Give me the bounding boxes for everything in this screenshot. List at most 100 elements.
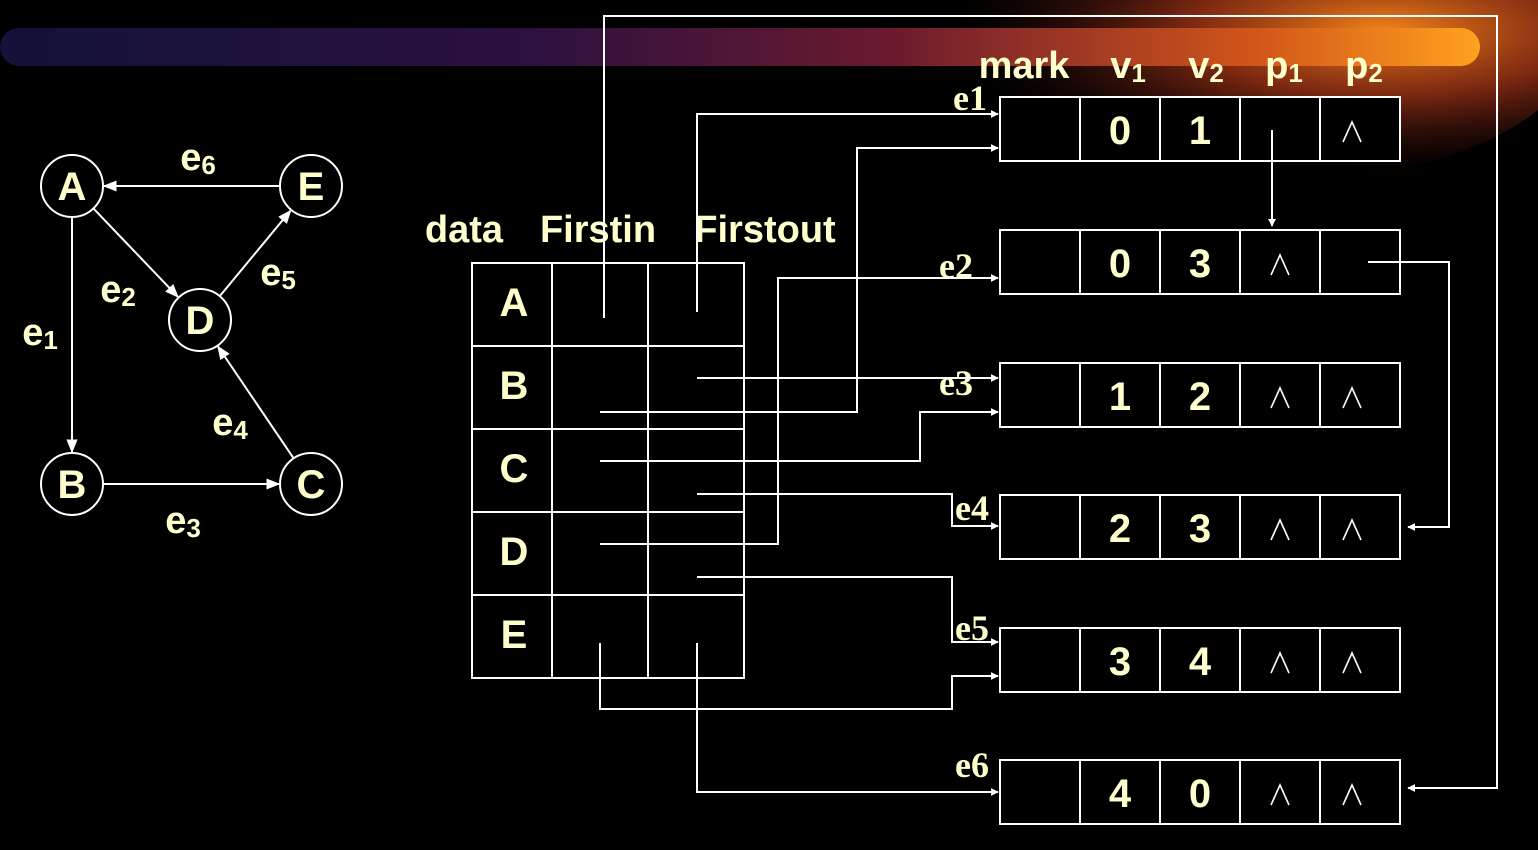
edge-e1-v1: 0	[1109, 109, 1131, 153]
wire-B-firstin-to-e1	[600, 144, 999, 413]
wire-D-firstin-to-e2	[600, 274, 999, 545]
graph-node-A	[40, 154, 104, 218]
edge-e1-cell-4	[1319, 96, 1401, 162]
graph-node-B	[40, 452, 104, 516]
edge-e5-cell-1	[1079, 627, 1161, 693]
graph-edge-label-e4: e4	[212, 402, 248, 445]
edge-table-header-v2: v2	[1188, 45, 1224, 88]
edge-table-header-p1: p1	[1265, 45, 1303, 88]
vertex-table-header-data: data	[425, 209, 504, 251]
edge-e3-cell-2	[1159, 362, 1241, 428]
vertex-data-C: C	[500, 447, 529, 491]
edge-e5-cell-4	[1319, 627, 1401, 693]
edge-e4-p2-nil	[1342, 518, 1362, 541]
edge-e6-p1-nil	[1270, 783, 1290, 806]
vertex-table-header-firstin: Firstin	[540, 209, 656, 251]
edge-e4-cell-3	[1239, 494, 1321, 560]
edge-table-header-v1: v1	[1110, 45, 1146, 88]
graph-node-label-B: B	[58, 463, 87, 507]
vertex-cell-A-0	[471, 262, 553, 347]
edge-e1-cell-1	[1079, 96, 1161, 162]
edge-e3-v1: 1	[1109, 375, 1131, 419]
wire-C-firstout-to-e4	[697, 493, 999, 530]
edge-e4-cell-4	[1319, 494, 1401, 560]
edge-e5-v2: 4	[1189, 640, 1212, 684]
edge-e3-cell-0	[999, 362, 1081, 428]
edge-e3-v2: 2	[1189, 375, 1211, 419]
vertex-data-D: D	[500, 530, 529, 574]
graph-node-E	[279, 154, 343, 218]
wire-E-firstout-to-e6	[696, 643, 999, 796]
edge-node-label-e2: e2	[939, 246, 973, 286]
graph-edge-label-e2: e2	[100, 269, 136, 312]
edge-e2-cell-3	[1239, 229, 1321, 295]
pointer-wires	[599, 15, 1498, 796]
edge-e6-v2: 0	[1189, 772, 1211, 816]
edge-e4-cell-1	[1079, 494, 1161, 560]
vertex-cell-D-2	[647, 511, 745, 596]
edge-e6-v1: 4	[1109, 772, 1132, 816]
vertex-cell-B-2	[647, 345, 745, 430]
graph-edge-label-e3: e3	[165, 500, 201, 543]
graph-edge-label-e6: e6	[180, 137, 216, 180]
edge-e2-cell-1	[1079, 229, 1161, 295]
edge-e6-cell-0	[999, 759, 1081, 825]
edge-e1-cell-2	[1159, 96, 1241, 162]
wire-e2-p2-to-e4	[1368, 261, 1450, 531]
graph-edge-e2	[92, 207, 179, 298]
wire-A-firstin-to-e6	[603, 15, 1498, 792]
edge-e3-p2-nil	[1342, 386, 1362, 409]
edge-e2-v2: 3	[1189, 242, 1211, 286]
vertex-data-B: B	[500, 364, 529, 408]
edge-e1-v2: 1	[1189, 109, 1211, 153]
edge-e5-p1-nil	[1270, 651, 1290, 674]
wire-E-firstin-to-e5	[599, 643, 999, 710]
edge-e2-cell-0	[999, 229, 1081, 295]
edge-e4-cell-0	[999, 494, 1081, 560]
edge-e6-cell-2	[1159, 759, 1241, 825]
vertex-cell-B-1	[551, 345, 649, 430]
edge-node-label-e4: e4	[955, 488, 989, 528]
edge-e5-cell-0	[999, 627, 1081, 693]
graph-node-D	[168, 288, 232, 352]
edge-e3-cell-3	[1239, 362, 1321, 428]
edge-e5-cell-3	[1239, 627, 1321, 693]
edge-table-header-p2: p2	[1345, 45, 1383, 88]
edge-e6-p2-nil	[1342, 783, 1362, 806]
edge-e2-v1: 0	[1109, 242, 1131, 286]
edge-node-label-e6: e6	[955, 745, 989, 785]
wire-D-firstout-to-e5	[697, 576, 999, 646]
graph-edge-e4	[217, 345, 295, 459]
vertex-data-A: A	[500, 281, 529, 325]
vertex-cell-C-2	[647, 428, 745, 513]
graph-edge-label-e5: e5	[260, 252, 296, 295]
edge-table-header-mark: mark	[979, 45, 1071, 87]
edge-node-label-e3: e3	[939, 363, 973, 403]
vertex-cell-C-1	[551, 428, 649, 513]
edge-e4-cell-2	[1159, 494, 1241, 560]
edge-e1-cell-0	[999, 96, 1081, 162]
edge-e3-cell-4	[1319, 362, 1401, 428]
edge-e1-p2-nil	[1342, 120, 1362, 143]
wire-C-firstin-to-e3	[600, 408, 999, 462]
vertex-cell-A-1	[551, 262, 649, 347]
edge-e5-p2-nil	[1342, 651, 1362, 674]
edge-e4-v1: 2	[1109, 507, 1131, 551]
edge-e3-cell-1	[1079, 362, 1161, 428]
graph-node-label-C: C	[297, 463, 326, 507]
graph-edge-label-e1: e1	[22, 312, 58, 355]
edge-node-label-e1: e1	[953, 78, 987, 118]
vertex-cell-D-1	[551, 511, 649, 596]
edge-e5-cell-2	[1159, 627, 1241, 693]
edge-e2-p1-nil	[1270, 253, 1290, 276]
graph-node-C	[279, 452, 343, 516]
vertex-data-E: E	[501, 613, 528, 657]
edge-e6-cell-3	[1239, 759, 1321, 825]
edge-e4-v2: 3	[1189, 507, 1211, 551]
graph-node-label-D: D	[186, 299, 215, 343]
wire-A-firstout-to-e1	[696, 110, 999, 312]
edge-e1-cell-3	[1239, 96, 1321, 162]
